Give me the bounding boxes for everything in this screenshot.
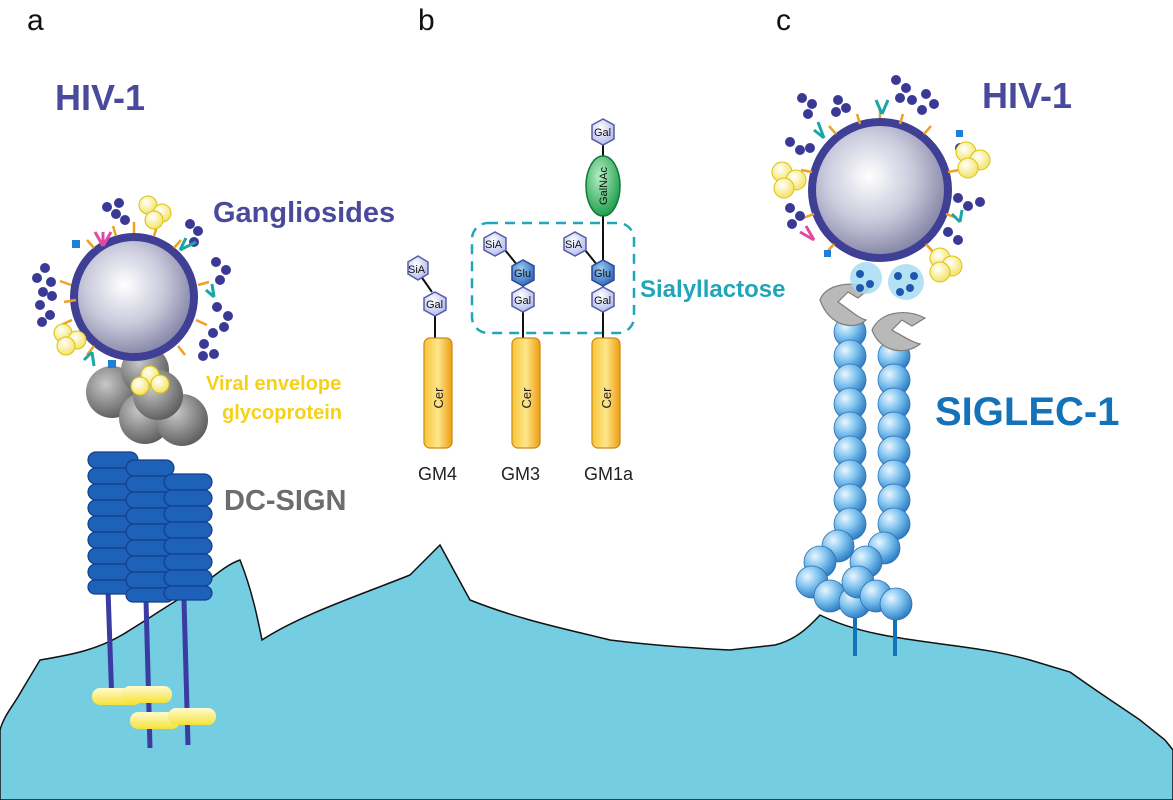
dc-sign-label: DC-SIGN	[224, 485, 346, 517]
viral-envelope-label: Viral envelope	[206, 373, 341, 395]
ganglioside-gm1a: Cer GalNAc Gal SiA Glu Gal GM1a	[563, 118, 634, 484]
svg-text:Glu: Glu	[594, 268, 611, 280]
siglec-label: SIGLEC-1	[935, 390, 1119, 434]
hiv-label-right: HIV-1	[982, 75, 1072, 116]
dc-sign-receptor	[87, 451, 213, 603]
lipid-pill	[168, 708, 216, 725]
panel-label-a: a	[27, 4, 44, 37]
gm1a-label: GM1a	[584, 464, 634, 484]
panel-a: HIV-1 Gangliosides Viral envelope glycop…	[32, 77, 395, 749]
lipid-pill	[122, 686, 172, 703]
siglec-1-receptor	[795, 315, 913, 621]
hiv-virion-right	[771, 75, 991, 300]
svg-text:Gal: Gal	[426, 299, 443, 311]
hiv-virion-left	[32, 195, 233, 368]
svg-text:SiA: SiA	[565, 239, 583, 251]
panel-c: HIV-1 SIGLEC-1	[771, 75, 1119, 656]
siglec-binding-head	[871, 312, 927, 352]
svg-text:Gal: Gal	[514, 295, 531, 307]
gm4-label: GM4	[418, 464, 457, 484]
siglec-binding-head	[819, 283, 872, 327]
svg-text:Gal: Gal	[594, 295, 611, 307]
svg-text:SiA: SiA	[408, 264, 426, 276]
svg-text:Gal: Gal	[594, 127, 611, 139]
sialyllactose-label: Sialyllactose	[640, 276, 785, 303]
svg-text:Cer: Cer	[519, 387, 534, 409]
lipid-pill	[130, 712, 180, 729]
gm3-label: GM3	[501, 464, 540, 484]
cell-membrane	[0, 543, 1173, 800]
svg-text:GalNAc: GalNAc	[598, 167, 610, 205]
hiv-label-left: HIV-1	[55, 77, 145, 118]
ganglioside-gm4: Cer SiA Gal GM4	[407, 255, 457, 484]
svg-text:Glu: Glu	[514, 268, 531, 280]
sialyllactose-box	[470, 221, 636, 335]
ganglioside-gm3: Cer SiA Glu Gal GM3	[483, 231, 541, 484]
glycoprotein-label: glycoprotein	[222, 402, 342, 424]
svg-text:Cer: Cer	[599, 387, 614, 409]
panel-label-c: c	[776, 4, 791, 37]
svg-text:Cer: Cer	[431, 387, 446, 409]
panel-b: Sialyllactose Cer SiA Gal GM4 Cer SiA Gl…	[407, 118, 785, 484]
panel-label-b: b	[418, 4, 435, 37]
svg-text:SiA: SiA	[485, 239, 503, 251]
gangliosides-label: Gangliosides	[213, 197, 395, 229]
